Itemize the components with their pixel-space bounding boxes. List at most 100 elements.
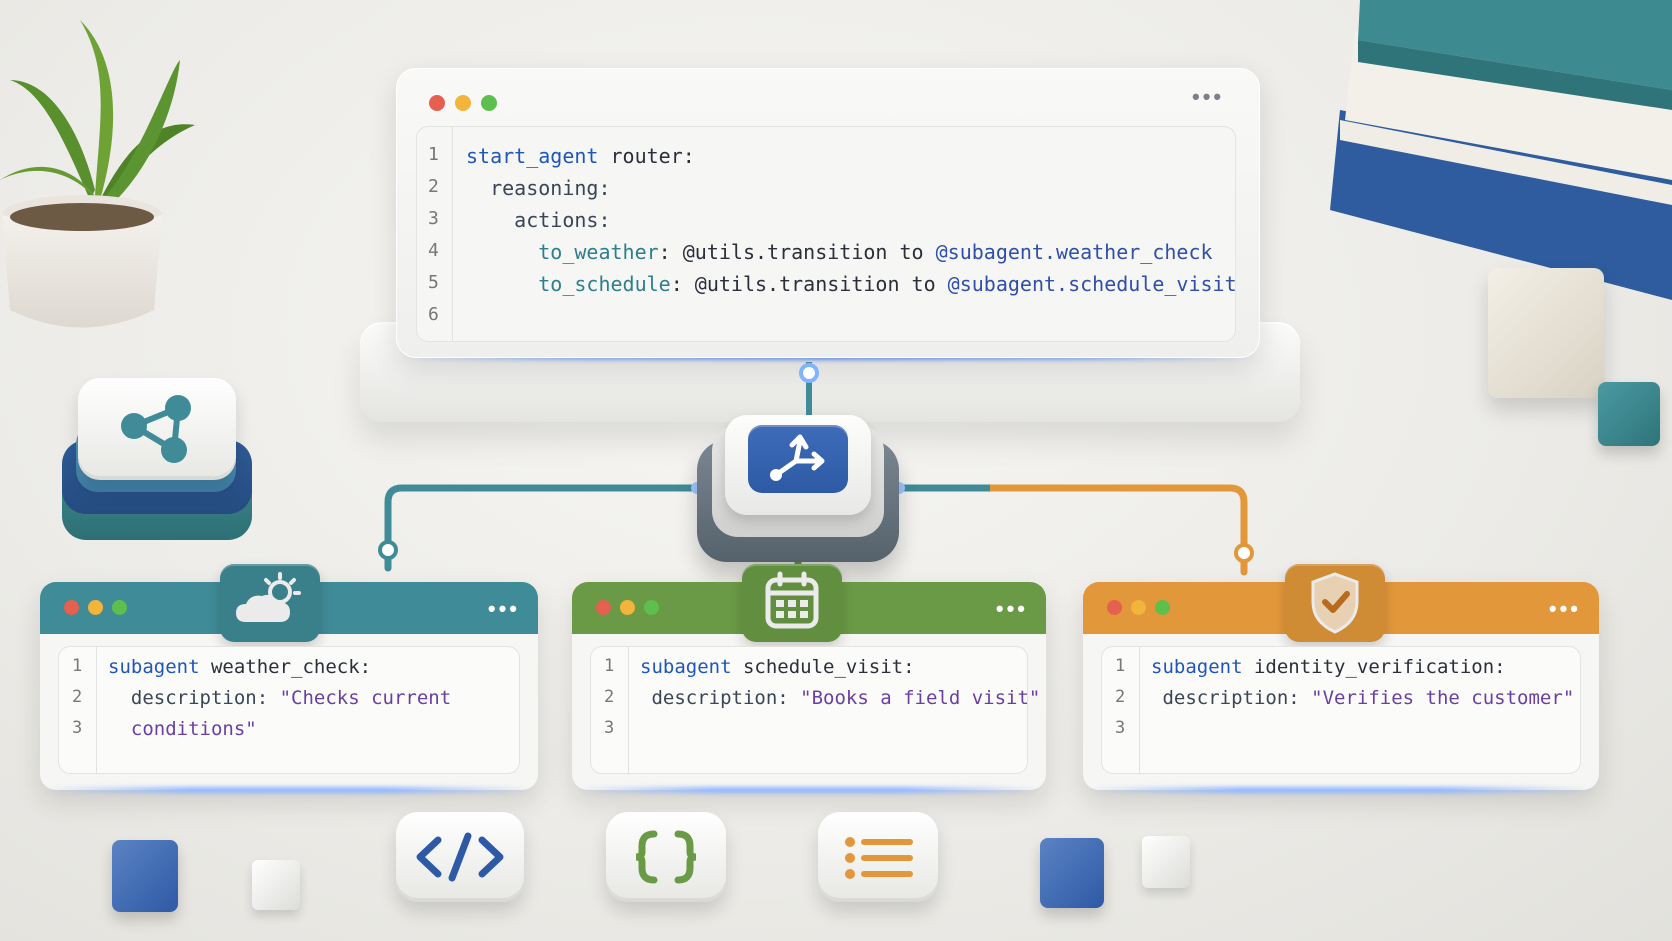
code-token: subagent [1151,656,1243,678]
code-line: description: "Checks current [108,687,451,709]
window-close-button[interactable] [596,600,611,615]
line-number: 3 [428,208,439,229]
code-token: start_agent [466,144,599,168]
subagent-window-weather-check: ••• 1 subagent weather_check: 2 description… [40,564,538,793]
curly-braces-icon [635,830,697,884]
stacked-books-illustration [1330,0,1672,300]
window-maximize-button[interactable] [1155,600,1170,615]
window-minimize-button[interactable] [1131,600,1146,615]
line-number: 1 [604,656,615,676]
window-maximize-button[interactable] [644,600,659,615]
code-token: subagent [108,656,200,678]
code-line: description: "Books a field visit" [640,687,1040,709]
subagent-window-schedule-visit: ••• 1 subagent schedule_visit: 2 descriptio… [572,564,1046,793]
code-line: conditions" [108,718,257,740]
white-cube-right [1142,836,1190,888]
code-token: schedule_visit: [731,656,915,678]
window-menu-icon[interactable]: ••• [487,596,520,621]
code-token: "Books a field visit" [800,687,1041,709]
line-gutter [416,126,453,342]
code-token: @subagent.weather_check [935,240,1213,264]
line-number: 1 [428,144,439,165]
line-number: 3 [1115,718,1126,738]
line-gutter [1101,646,1140,774]
window-menu-icon[interactable]: ••• [1548,596,1581,621]
share-nodes-icon [121,395,191,463]
line-number: 4 [428,240,439,261]
line-number: 5 [428,272,439,293]
window-maximize-button[interactable] [481,95,497,111]
code-line: reasoning: [466,176,611,200]
line-number: 6 [428,304,439,325]
code-tag-tile [396,812,524,902]
window-glow [44,787,534,793]
shield-check-tab [1285,564,1385,642]
window-menu-icon[interactable]: ••• [995,596,1028,621]
subagent-code-panel: 1 subagent weather_check: 2 description: "… [58,646,520,774]
line-gutter [590,646,629,774]
code-line: start_agent router: [466,144,695,168]
list-icon [845,837,913,879]
line-number: 2 [72,687,83,707]
window-maximize-button[interactable] [112,600,127,615]
window-minimize-button[interactable] [620,600,635,615]
code-line: to_schedule: @utils.transition to @subag… [466,272,1237,296]
line-gutter [58,646,97,774]
curly-braces-tile [606,812,726,902]
code-line: actions: [466,208,611,232]
code-token: : @utils.transition to [670,272,948,296]
code-line: subagent weather_check: [108,656,371,678]
code-line: description: "Verifies the customer" [1151,687,1574,709]
code-token: router: [598,144,695,168]
code-token: identity_verification: [1242,656,1506,678]
code-token: subagent [640,656,732,678]
weather-cloud-sun-tab [220,564,320,642]
line-number: 2 [604,687,615,707]
code-token: : @utils.transition to [658,240,936,264]
line-number: 1 [72,656,83,676]
router-code-panel: 1 start_agent router: 2 reasoning: 3 action… [416,126,1237,342]
code-token: to_schedule [466,272,671,296]
line-number: 2 [428,176,439,197]
code-token: "Verifies the customer" [1311,687,1575,709]
code-token: weather_check: [199,656,372,678]
code-token: @subagent.schedule_visit [947,272,1237,296]
code-token: reasoning: [466,176,611,200]
white-cube-left [252,860,300,910]
calendar-tab [742,564,842,642]
code-line: subagent schedule_visit: [640,656,915,678]
line-number: 3 [72,718,83,738]
code-token: to_weather [466,240,659,264]
window-glow [1087,787,1595,793]
window-close-button[interactable] [1107,600,1122,615]
router-icon-tile [748,425,848,493]
code-line: to_weather: @utils.transition to @subage… [466,240,1213,264]
teal-cube [1598,382,1660,446]
code-token: actions: [466,208,611,232]
window-close-button[interactable] [64,600,79,615]
window-glow [576,787,1042,793]
beige-cube [1488,268,1604,398]
calendar-icon [742,564,842,647]
branch-arrow-icon [770,434,825,481]
line-number: 3 [604,718,615,738]
subagent-code-panel: 1 subagent schedule_visit: 2 description: … [590,646,1040,774]
window-minimize-button[interactable] [88,600,103,615]
code-line: subagent identity_verification: [1151,656,1506,678]
blue-cube-left [112,840,178,912]
line-number: 2 [1115,687,1126,707]
code-tag-icon [416,832,504,882]
code-token: "Checks current [279,687,452,709]
window-close-button[interactable] [429,95,445,111]
window-minimize-button[interactable] [455,95,471,111]
shield-check-icon [1285,564,1385,647]
potted-plant-illustration [0,20,195,328]
share-tile-stack [58,378,254,548]
list-tile [818,812,938,902]
weather-cloud-sun-icon [220,564,320,647]
code-token: description: [640,687,801,709]
